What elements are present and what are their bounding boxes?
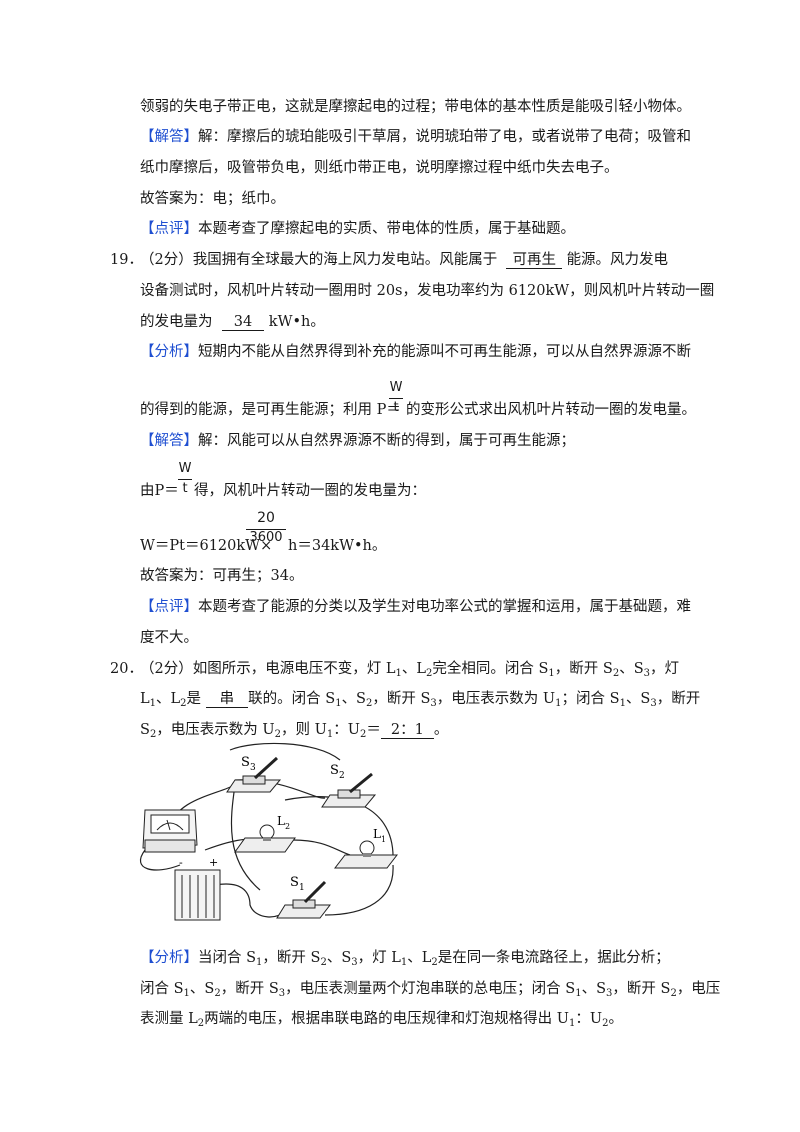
question-text: （2分）如图所示，电源电压不变，灯 L1、L2完全相同。闭合 S1，断开 S2、…: [140, 661, 680, 679]
svg-text:1: 1: [381, 835, 386, 844]
wire: [230, 784, 261, 891]
answer-tag: 【解答】: [140, 129, 198, 145]
answer-blank: 34: [221, 314, 265, 331]
fraction-bar: [389, 398, 403, 399]
fraction-numerator: 20: [257, 510, 275, 526]
question-text: （2分）我国拥有全球最大的海上风力发电站。风能属于 可再生 能源。风力发电: [140, 252, 669, 269]
answer-blank: 串: [205, 691, 249, 708]
wire: [139, 849, 181, 871]
svg-text:L: L: [277, 814, 285, 828]
bulb-l1: L 1: [333, 827, 399, 869]
voltmeter: [142, 809, 198, 853]
switch-s2: S 2: [321, 763, 377, 808]
svg-text:S: S: [290, 875, 299, 890]
question-text: 设备测试时，风机叶片转动一圈用时 20s，发电功率约为 6120kW，则风机叶片…: [140, 283, 715, 299]
fraction-numerator: W: [178, 461, 192, 476]
fraction-bar: [178, 479, 192, 480]
svg-text:S: S: [330, 763, 339, 778]
question-number: 19．: [110, 252, 143, 268]
fraction-numerator: W: [389, 380, 403, 395]
text-line: 【点评】本题考查了摩擦起电的实质、带电体的性质，属于基础题。: [140, 221, 575, 237]
answer-tag: 【解答】: [140, 433, 198, 449]
svg-text:2: 2: [285, 822, 290, 831]
analysis-text: 的变形公式求出风机叶片转动一圈的发电量。: [406, 402, 696, 418]
wire: [229, 742, 341, 761]
question-number: 20．: [110, 661, 143, 677]
comment-tag: 【点评】: [140, 221, 198, 237]
answer-text: 故答案为：可再生；34。: [140, 568, 304, 584]
fraction-bar: [246, 529, 286, 530]
svg-text:L: L: [373, 827, 381, 841]
text-line: 纸巾摩擦后，吸管带负电，则纸巾带正电，说明摩擦过程中纸巾失去电子。: [140, 160, 619, 176]
comment-text: 【点评】本题考查了能源的分类以及学生对电功率公式的掌握和运用，属于基础题，难: [140, 599, 691, 615]
answer-blank: 可再生: [506, 252, 562, 269]
answer-text: W＝Pt＝6120kW×: [140, 538, 273, 554]
switch-s1: S 1: [276, 875, 332, 919]
analysis-text: 表测量 L2两端的电压，根据串联电路的电压规律和灯泡规格得出 U1：U2。: [140, 1011, 623, 1029]
answer-text: 【解答】解：风能可以从自然界源源不断的得到，属于可再生能源；: [140, 433, 575, 449]
svg-text:1: 1: [299, 883, 305, 893]
text-line: 领弱的失电子带正电，这就是摩擦起电的过程；带电体的基本性质是能吸引轻小物体。: [140, 99, 691, 115]
fraction-denominator: 3600: [249, 530, 283, 545]
answer-text: 由P＝: [140, 483, 179, 499]
text-line: 故答案为：电；纸巾。: [140, 191, 285, 207]
bulb-l2: L 2: [234, 814, 296, 853]
question-text: S2，电压表示数为 U2，则 U1：U2＝2：1。: [140, 722, 449, 740]
comment-tag: 【点评】: [140, 599, 198, 615]
question-text: 的发电量为 34 kW•h。: [140, 314, 325, 331]
analysis-tag: 【分析】: [140, 344, 198, 360]
answer-blank: 2：1: [380, 722, 434, 739]
svg-text:S: S: [241, 755, 250, 770]
circuit-figure: S 3 S 2 L 2 L 1 + -: [139, 742, 399, 921]
text-line: 【解答】解：摩擦后的琥珀能吸引干草屑，说明琥珀带了电，或者说带了电荷；吸管和: [140, 129, 691, 145]
analysis-text: 【分析】当闭合 S1，断开 S2、S3，灯 L1、L2是在同一条电流路径上，据此…: [140, 950, 670, 968]
svg-text:2: 2: [339, 771, 345, 781]
answer-text: 得，风机叶片转动一圈的发电量为：: [194, 483, 426, 499]
analysis-tag: 【分析】: [140, 950, 198, 966]
switch-s3: S 3: [226, 755, 282, 793]
wire: [292, 839, 351, 856]
battery: + -: [174, 856, 221, 921]
svg-text:-: -: [179, 856, 183, 869]
svg-text:3: 3: [250, 763, 256, 773]
comment-text: 度不大。: [140, 630, 198, 646]
question-text: L1、L2是 串联的。闭合 S1、S2，断开 S3，电压表示数为 U1；闭合 S…: [140, 691, 701, 709]
fraction-denominator: t: [182, 481, 188, 496]
svg-text:+: +: [209, 856, 218, 869]
answer-text: h＝34kW•h。: [288, 538, 387, 554]
analysis-text: 的得到的能源，是可再生能源；利用 P＝: [140, 402, 401, 418]
wire: [214, 883, 286, 918]
analysis-text: 【分析】短期内不能从自然界得到补充的能源叫不可再生能源，可以从自然界源源不断: [140, 344, 691, 360]
wire: [324, 864, 394, 916]
fraction-denominator: t: [393, 400, 399, 415]
analysis-text: 闭合 S1、S2，断开 S3，电压表测量两个灯泡串联的总电压；闭合 S1、S3，…: [140, 981, 721, 999]
